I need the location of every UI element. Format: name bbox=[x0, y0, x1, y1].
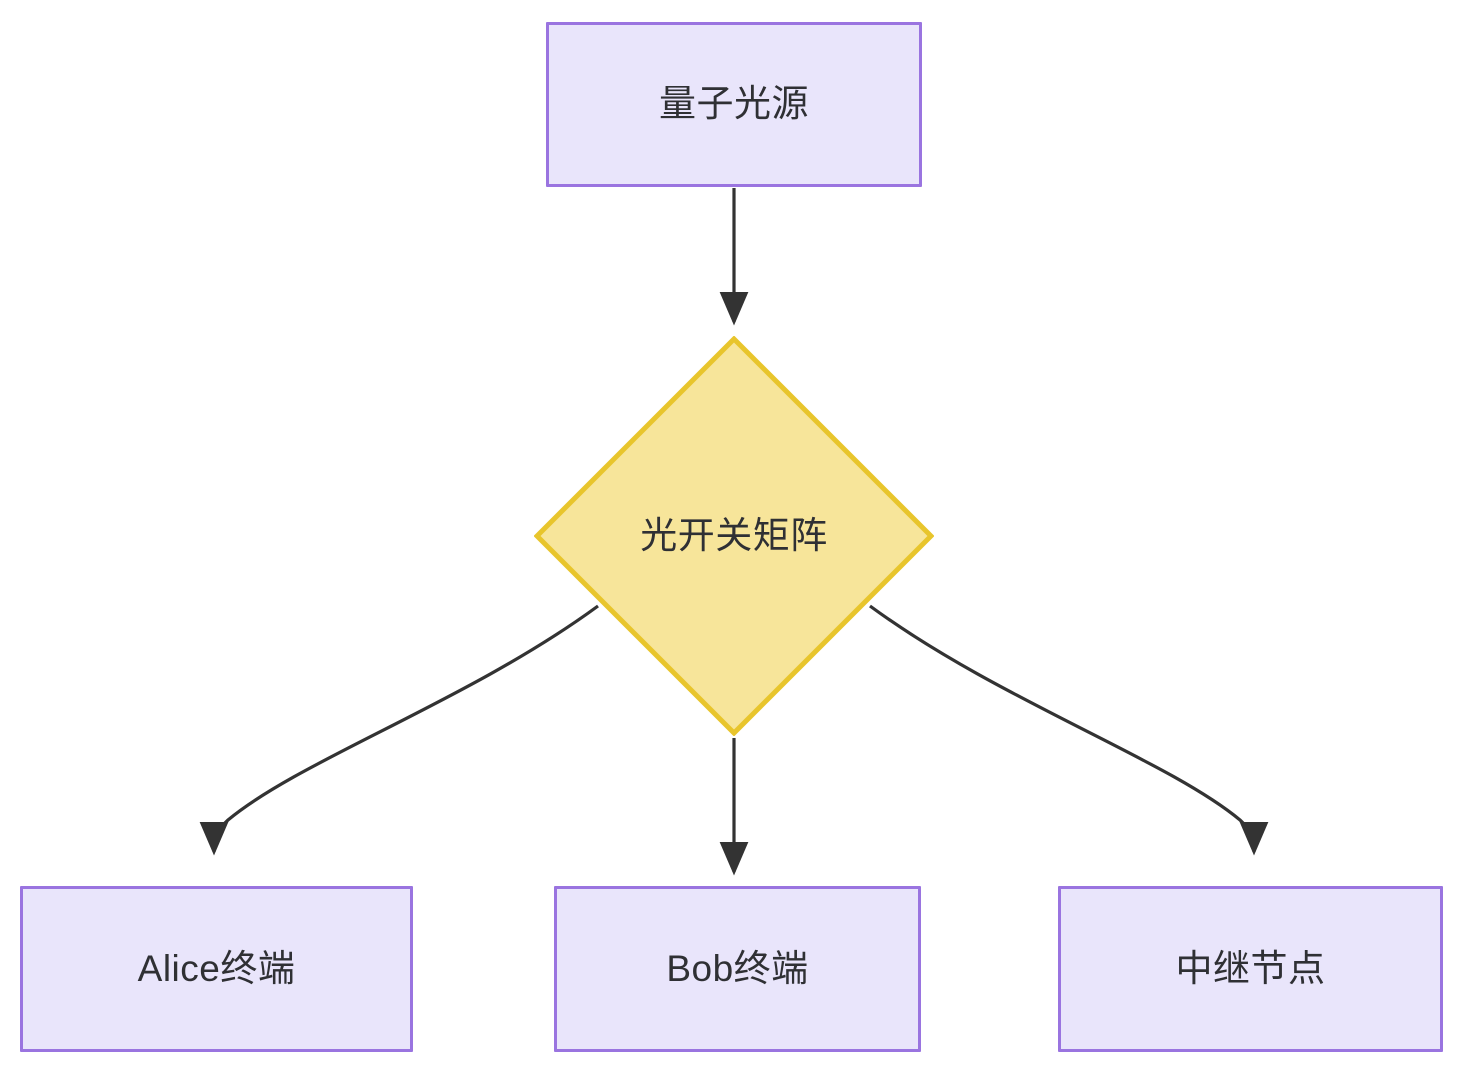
node-label-quantum-light-source: 量子光源 bbox=[659, 83, 809, 125]
node-alice-terminal[interactable]: Alice终端 bbox=[20, 886, 413, 1052]
diamond-shape-icon bbox=[534, 336, 934, 736]
node-label-relay-node: 中继节点 bbox=[1175, 947, 1326, 989]
node-quantum-light-source[interactable]: 量子光源 bbox=[546, 22, 922, 187]
node-bob-terminal[interactable]: Bob终端 bbox=[554, 886, 921, 1052]
node-relay-node[interactable]: 中继节点 bbox=[1058, 886, 1443, 1052]
node-label-alice-terminal: Alice终端 bbox=[137, 947, 296, 989]
node-optical-switch-matrix[interactable]: 光开关矩阵 bbox=[534, 336, 934, 736]
node-label-optical-switch-matrix: 光开关矩阵 bbox=[640, 514, 828, 556]
node-label-bob-terminal: Bob终端 bbox=[666, 947, 809, 989]
